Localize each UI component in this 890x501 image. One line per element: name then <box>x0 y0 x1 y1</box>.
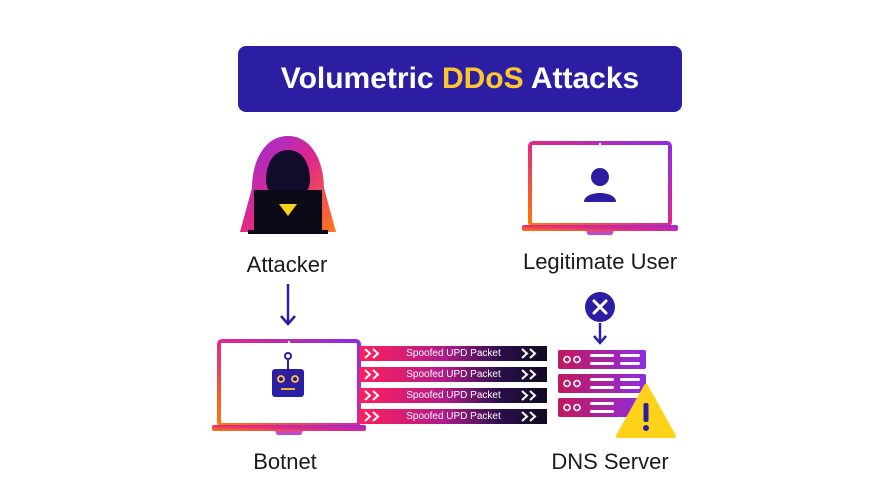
packet-label: Spoofed UPD Packet <box>406 390 501 401</box>
title-banner: Volumetric DDoS Attacks <box>238 46 682 112</box>
chevrons-right-icon <box>521 411 537 422</box>
chevrons-right-icon <box>364 411 380 422</box>
legitimate-user-label: Legitimate User <box>522 249 678 274</box>
laptop-user-icon <box>522 141 678 235</box>
packet-label: Spoofed UPD Packet <box>406 348 501 359</box>
packet-bar-3: Spoofed UPD Packet <box>360 388 547 403</box>
packet-bar-4: Spoofed UPD Packet <box>360 409 547 424</box>
chevrons-right-icon <box>521 390 537 401</box>
warning-icon <box>616 384 676 438</box>
packet-label: Spoofed UPD Packet <box>406 411 501 422</box>
dns-server-label: DNS Server <box>551 449 669 474</box>
hooded-hacker-icon <box>240 136 336 234</box>
arrow-down-icon <box>280 284 296 326</box>
chevrons-right-icon <box>521 348 537 359</box>
chevrons-right-icon <box>364 390 380 401</box>
robot-icon <box>272 352 304 397</box>
laptop-botnet-icon <box>212 339 366 435</box>
title-highlight: DDoS <box>441 62 524 95</box>
title-text: Volumetric DDoS Attacks <box>280 62 640 95</box>
packet-bar-2: Spoofed UPD Packet <box>360 367 547 382</box>
chevrons-right-icon <box>364 369 380 380</box>
user-icon <box>584 168 616 202</box>
attacker-label: Attacker <box>246 252 328 277</box>
chevrons-right-icon <box>521 369 537 380</box>
chevrons-right-icon <box>364 348 380 359</box>
packet-bar-1: Spoofed UPD Packet <box>360 346 547 361</box>
packet-label: Spoofed UPD Packet <box>406 369 501 380</box>
botnet-label: Botnet <box>253 449 317 474</box>
server-rack-icon <box>558 350 676 438</box>
blocked-x-icon <box>585 292 615 345</box>
